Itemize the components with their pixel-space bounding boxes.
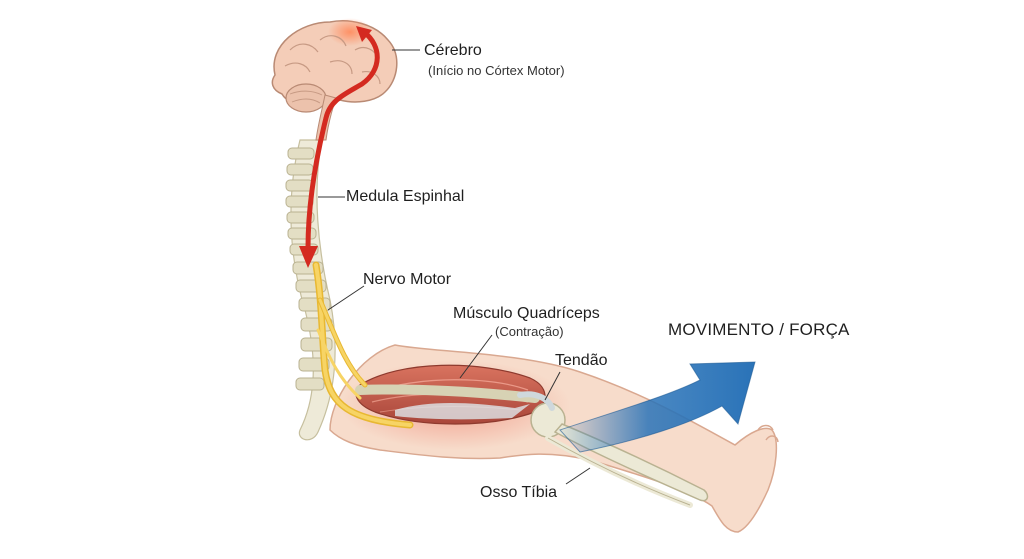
movement-force-arrow [559,361,756,453]
cerebellum [285,83,327,113]
label-spinal-cord: Medula Espinhal [346,188,465,205]
label-brain-sub: (Início no Córtex Motor) [428,63,565,78]
label-motor-nerve: Nervo Motor [363,271,452,288]
label-brain: Cérebro [424,42,482,59]
motor-signal-arrow [299,26,380,268]
leader-lines [318,49,591,485]
motor-nerve [312,261,414,429]
label-movement-force: MOVIMENTO / FORÇA [668,320,850,339]
label-quadriceps-sub: (Contração) [495,324,564,339]
signal-arrowhead-up [356,26,372,42]
brain [271,18,398,141]
label-tibia: Osso Tíbia [480,484,558,501]
label-quadriceps: Músculo Quadríceps [453,305,600,322]
tendon [517,391,555,411]
signal-arrowhead-down [299,246,318,268]
label-tendon: Tendão [555,352,608,369]
